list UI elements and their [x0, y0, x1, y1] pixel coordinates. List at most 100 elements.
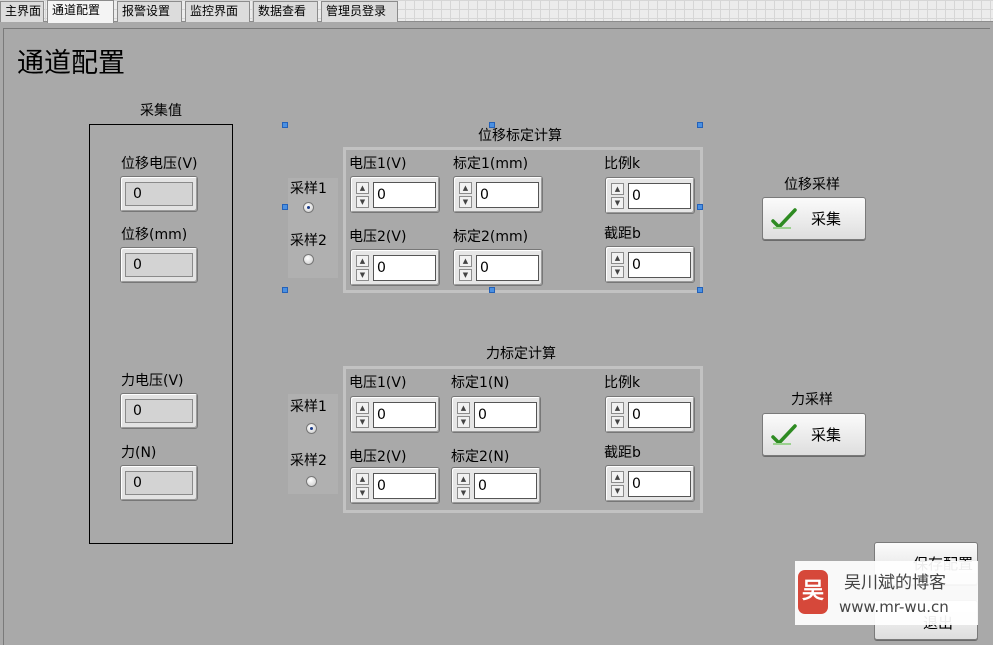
disp-voltage2-label: 电压2(V) — [349, 229, 407, 245]
disp-slope-input[interactable]: 0 — [628, 183, 691, 209]
force-voltage2-label: 电压2(V) — [349, 449, 407, 465]
disp-slope-control[interactable]: ▲ ▼ 0 — [605, 177, 695, 214]
spin-down-icon[interactable]: ▼ — [611, 266, 624, 278]
selection-handle[interactable] — [282, 204, 288, 210]
force-voltage-value: 0 — [125, 399, 193, 423]
tab-strip: 主界面 通道配置 报警设置 监控界面 数据查看 管理员登录 — [0, 0, 993, 23]
disp-indicator: 0 — [120, 247, 198, 283]
force-intercept-input[interactable]: 0 — [628, 471, 691, 497]
tab-data-view[interactable]: 数据查看 — [253, 1, 318, 22]
spin-down-icon[interactable]: ▼ — [356, 269, 369, 281]
spin-up-icon[interactable]: ▲ — [356, 182, 369, 194]
disp-sample2-label: 采样2 — [290, 233, 327, 249]
force-sampling-title: 力采样 — [791, 392, 833, 408]
collect-title: 采集值 — [140, 103, 182, 119]
checkmark-icon — [771, 424, 797, 445]
disp-voltage1-control[interactable]: ▲ ▼ 0 — [350, 176, 440, 213]
selection-handle[interactable] — [282, 122, 288, 128]
disp-collect-button[interactable]: 采集 — [762, 197, 866, 240]
spin-down-icon[interactable]: ▼ — [611, 485, 624, 497]
disp-calib2-input[interactable]: 0 — [476, 255, 539, 281]
spin-down-icon[interactable]: ▼ — [457, 487, 470, 499]
spin-down-icon[interactable]: ▼ — [611, 416, 624, 428]
spin-up-icon[interactable]: ▲ — [356, 402, 369, 414]
force-slope-input[interactable]: 0 — [628, 402, 691, 428]
disp-label: 位移(mm) — [121, 227, 188, 243]
force-calc-title: 力标定计算 — [486, 346, 556, 362]
disp-collect-label: 采集 — [811, 210, 842, 228]
selection-handle[interactable] — [489, 122, 495, 128]
tab-alarm-settings[interactable]: 报警设置 — [117, 1, 182, 22]
tab-channel-config[interactable]: 通道配置 — [47, 0, 114, 23]
force-collect-label: 采集 — [811, 426, 842, 444]
disp-sample2-radio[interactable] — [303, 254, 314, 265]
tab-main[interactable]: 主界面 — [0, 1, 44, 22]
spin-up-icon[interactable]: ▲ — [459, 182, 472, 194]
disp-intercept-label: 截距b — [604, 226, 641, 242]
spin-down-icon[interactable]: ▼ — [459, 196, 472, 208]
disp-sample1-radio[interactable] — [303, 202, 314, 213]
spin-down-icon[interactable]: ▼ — [356, 196, 369, 208]
force-collect-button[interactable]: 采集 — [762, 413, 866, 456]
disp-value: 0 — [125, 253, 193, 277]
selection-handle[interactable] — [697, 287, 703, 293]
force-indicator: 0 — [120, 465, 198, 501]
disp-intercept-control[interactable]: ▲ ▼ 0 — [605, 246, 695, 283]
spin-up-icon[interactable]: ▲ — [611, 402, 624, 414]
force-calib1-input[interactable]: 0 — [474, 402, 537, 428]
disp-voltage-label: 位移电压(V) — [121, 156, 198, 172]
spin-down-icon[interactable]: ▼ — [457, 416, 470, 428]
selection-handle[interactable] — [489, 287, 495, 293]
force-value: 0 — [125, 471, 193, 495]
spin-up-icon[interactable]: ▲ — [356, 473, 369, 485]
spin-up-icon[interactable]: ▲ — [356, 255, 369, 267]
watermark-name: 吴川斌的博客 — [844, 573, 946, 593]
spin-up-icon[interactable]: ▲ — [457, 473, 470, 485]
force-intercept-control[interactable]: ▲ ▼ 0 — [605, 465, 695, 502]
force-calib1-control[interactable]: ▲ ▼ 0 — [451, 396, 541, 433]
force-voltage2-input[interactable]: 0 — [373, 473, 436, 499]
force-voltage-indicator: 0 — [120, 393, 198, 429]
force-sample1-label: 采样1 — [290, 399, 327, 415]
disp-voltage2-input[interactable]: 0 — [373, 255, 436, 281]
spin-up-icon[interactable]: ▲ — [611, 183, 624, 195]
force-sample1-radio[interactable] — [306, 423, 317, 434]
disp-sample1-label: 采样1 — [290, 181, 327, 197]
tab-monitor[interactable]: 监控界面 — [185, 1, 250, 22]
force-voltage1-label: 电压1(V) — [349, 375, 407, 391]
spin-down-icon[interactable]: ▼ — [356, 416, 369, 428]
force-sample2-radio[interactable] — [306, 476, 317, 487]
disp-voltage1-input[interactable]: 0 — [373, 182, 436, 208]
spin-up-icon[interactable]: ▲ — [459, 255, 472, 267]
spin-down-icon[interactable]: ▼ — [356, 487, 369, 499]
spin-down-icon[interactable]: ▼ — [459, 269, 472, 281]
spin-up-icon[interactable]: ▲ — [611, 252, 624, 264]
disp-voltage2-control[interactable]: ▲ ▼ 0 — [350, 249, 440, 286]
disp-voltage-indicator: 0 — [120, 176, 198, 212]
force-sample2-label: 采样2 — [290, 453, 327, 469]
disp-calib1-control[interactable]: ▲ ▼ 0 — [453, 176, 543, 213]
spin-down-icon[interactable]: ▼ — [611, 197, 624, 209]
force-calib1-label: 标定1(N) — [451, 375, 510, 391]
collect-box — [89, 124, 233, 544]
force-voltage2-control[interactable]: ▲ ▼ 0 — [350, 467, 440, 504]
tab-admin-login[interactable]: 管理员登录 — [321, 1, 398, 22]
spin-up-icon[interactable]: ▲ — [457, 402, 470, 414]
disp-calib2-control[interactable]: ▲ ▼ 0 — [453, 249, 543, 286]
selection-handle[interactable] — [697, 122, 703, 128]
watermark-url: www.mr-wu.cn — [839, 598, 949, 616]
selection-handle[interactable] — [282, 287, 288, 293]
spin-up-icon[interactable]: ▲ — [611, 471, 624, 483]
force-slope-control[interactable]: ▲ ▼ 0 — [605, 396, 695, 433]
disp-intercept-input[interactable]: 0 — [628, 252, 691, 278]
selection-handle[interactable] — [697, 204, 703, 210]
force-label: 力(N) — [121, 445, 157, 461]
force-calib2-input[interactable]: 0 — [474, 473, 537, 499]
force-voltage1-input[interactable]: 0 — [373, 402, 436, 428]
disp-calib1-label: 标定1(mm) — [453, 156, 529, 172]
disp-calc-title: 位移标定计算 — [478, 128, 562, 144]
force-voltage1-control[interactable]: ▲ ▼ 0 — [350, 396, 440, 433]
disp-sampling-title: 位移采样 — [784, 177, 840, 193]
disp-calib1-input[interactable]: 0 — [476, 182, 539, 208]
force-calib2-control[interactable]: ▲ ▼ 0 — [451, 467, 541, 504]
